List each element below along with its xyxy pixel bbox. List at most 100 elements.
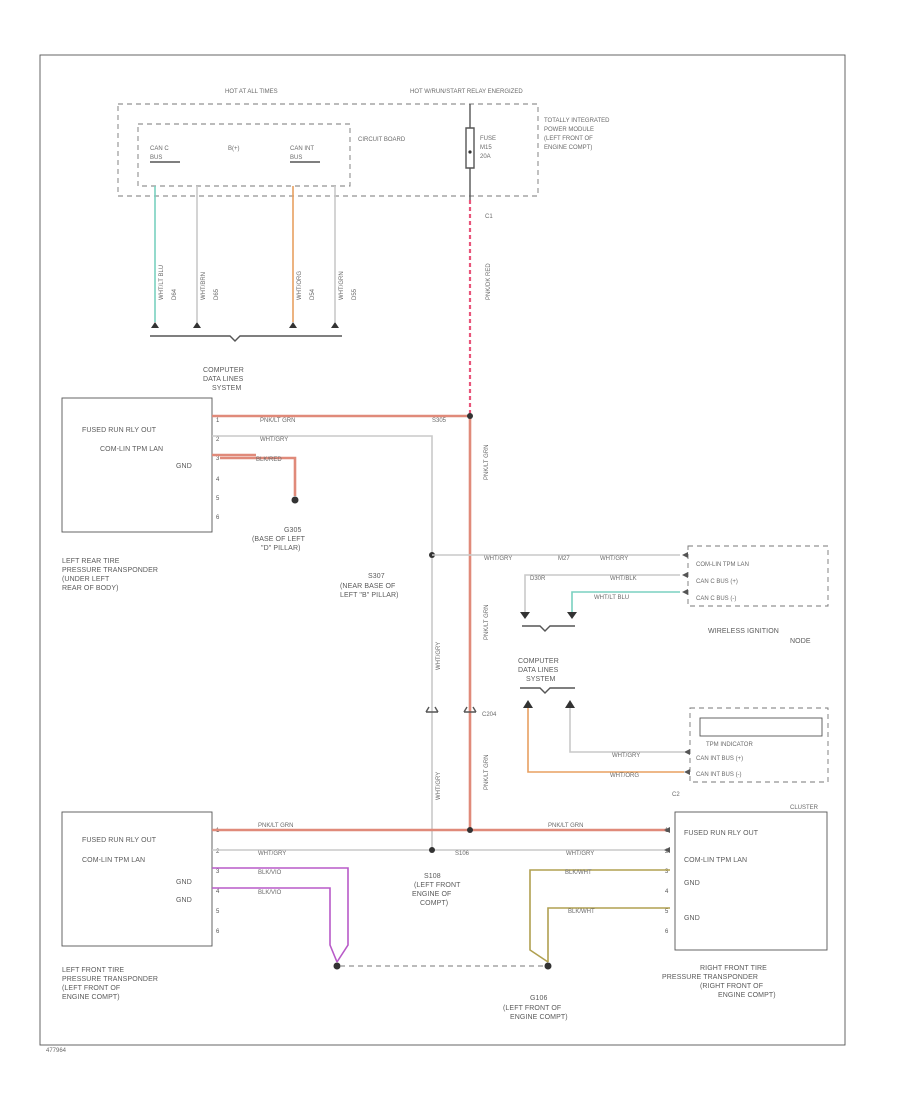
win-wire-1b-label: WHT/GRY [600,556,628,562]
cluster-name: CLUSTER [790,805,819,811]
top-arrows [151,322,339,328]
lf-ground-icon [333,962,341,970]
s108-3: ENGINE OF [412,891,451,898]
lr-wire-gnd [212,453,297,496]
fuse-number: M15 [480,145,492,151]
svg-text:WHT/GRY: WHT/GRY [436,642,442,670]
win-pin-arrows [682,552,688,595]
svg-text:D64: D64 [172,288,178,300]
g305-2: (BASE OF LEFT [252,536,306,543]
win-code: D30R [530,576,546,582]
lr-label-4: REAR OF BODY) [62,585,119,592]
lr-pin-1: FUSED RUN RLY OUT [82,427,157,434]
lf-pin-numbers: 1 2 3 4 5 6 [216,828,220,935]
win-pin-2: CAN C BUS (+) [696,579,738,585]
can-c-sub: BUS [150,155,162,161]
fuse-label: FUSE [480,136,496,142]
svg-text:3: 3 [216,869,220,875]
win-pin-3: CAN C BUS (-) [696,596,736,602]
hot-at-all-times-label: HOT AT ALL TIMES [225,89,278,95]
rf-wire-3-label: BLK/WHT [565,870,592,876]
tipm-label-1: TOTALLY INTEGRATED [544,118,610,124]
cdls-bracket-top [150,335,342,342]
svg-text:D55: D55 [352,288,358,300]
g106-3: ENGINE COMPT) [510,1014,568,1021]
lf-label-3: (LEFT FRONT OF [62,985,120,992]
svg-text:PNK/LT GRN: PNK/LT GRN [484,605,490,640]
win-wire-2-label: WHT/BLK [610,576,637,582]
win-wire-canc-plus [524,574,680,612]
tipm-label-2: POWER MODULE [544,127,594,133]
can-int-sub: BUS [290,155,302,161]
svg-text:WHT/BRN: WHT/BRN [201,272,207,300]
lf-pin-1: FUSED RUN RLY OUT [82,837,157,844]
svg-text:D65: D65 [214,288,220,300]
svg-text:2: 2 [216,849,220,855]
b-plus-label: B(+) [228,146,240,152]
s305-splice-icon [467,413,473,419]
lf-label-1: LEFT FRONT TIRE [62,967,124,974]
s106-label: S106 [455,851,470,857]
svg-text:D54: D54 [310,288,316,300]
cluster-top-pin-3: CAN INT BUS (-) [696,772,742,778]
s307-2: (NEAR BASE OF [340,583,395,590]
rf-wire-gnd-1 [529,869,670,963]
win-wire-canc-minus [571,591,680,612]
lf-wire-2-label: WHT/GRY [258,851,286,857]
g106-ground-icon [544,962,552,970]
s307-1: S307 [368,573,385,580]
lr-label-3: (UNDER LEFT [62,576,110,583]
diagram-frame [39,54,846,1046]
rf-wire-gnd-2 [547,907,670,962]
fuse-amp: 20A [480,154,491,160]
svg-text:WHT/GRN: WHT/GRN [339,271,345,300]
rf-wire-4-label: BLK/WHT [568,909,595,915]
g305-3: "D" PILLAR) [261,545,301,552]
lf-wire-3-label: BLK/VIO [258,870,282,876]
s307-3: LEFT "B" PILLAR) [340,592,399,599]
fuse-symbol [465,104,475,200]
cluster-wire-2-label: WHT/ORG [610,773,639,779]
lr-wire-1-label: PNK/LT GRN [260,418,295,424]
svg-text:6: 6 [216,929,220,935]
lr-wire-lin [212,435,433,555]
s108-splice-icon [467,827,473,833]
lf-wire-gnd-2 [212,887,338,963]
hot-relay-label: HOT W/RUN/START RELAY ENERGIZED [410,89,523,95]
svg-text:4: 4 [665,889,669,895]
rf-pin-2: COM-LIN TPM LAN [684,857,747,864]
rf-wire-1-label: PNK/LT GRN [548,823,583,829]
svg-text:6: 6 [216,515,220,521]
s108-4: COMPT) [420,900,448,907]
circuit-board-label: CIRCUIT BOARD [358,137,406,143]
svg-text:3: 3 [216,456,220,462]
g305-ground-icon [291,496,299,504]
c204-label: C204 [482,712,497,718]
svg-text:6: 6 [665,929,669,935]
svg-text:4: 4 [216,477,220,483]
win-wire-1-label: WHT/GRY [484,556,512,562]
rf-pin-4: GND [684,915,700,922]
cluster-top-pin-2: CAN INT BUS (+) [696,756,743,762]
can-c-label: CAN C [150,146,169,152]
lf-pin-4: GND [176,897,192,904]
svg-text:5: 5 [216,909,220,915]
pink-wire-label: PNK/DK RED [486,263,492,300]
cluster-top-connector [689,707,829,783]
cluster-wire-1-label: WHT/GRY [612,753,640,759]
win-wire-3-label: WHT/LT BLU [594,595,629,601]
lf-label-4: ENGINE COMPT) [62,994,120,1001]
g106-2: (LEFT FRONT OF [503,1005,561,1012]
c1-label: C1 [485,214,493,220]
tipm-label-4: ENGINE COMPT) [544,145,592,151]
cluster-wire-org [527,708,684,773]
win-mid-label: M27 [558,556,570,562]
svg-text:PNK/LT GRN: PNK/LT GRN [484,755,490,790]
rf-pin-numbers: 1 2 3 4 5 6 [665,828,669,935]
rf-label-4: ENGINE COMPT) [718,992,776,999]
svg-text:5: 5 [665,909,669,915]
circuit-board-boundary [137,123,351,187]
c2-label: C2 [672,792,680,798]
lr-wire-2-label: WHT/GRY [260,437,288,443]
rf-label-2: PRESSURE TRANSPONDER [662,974,758,981]
